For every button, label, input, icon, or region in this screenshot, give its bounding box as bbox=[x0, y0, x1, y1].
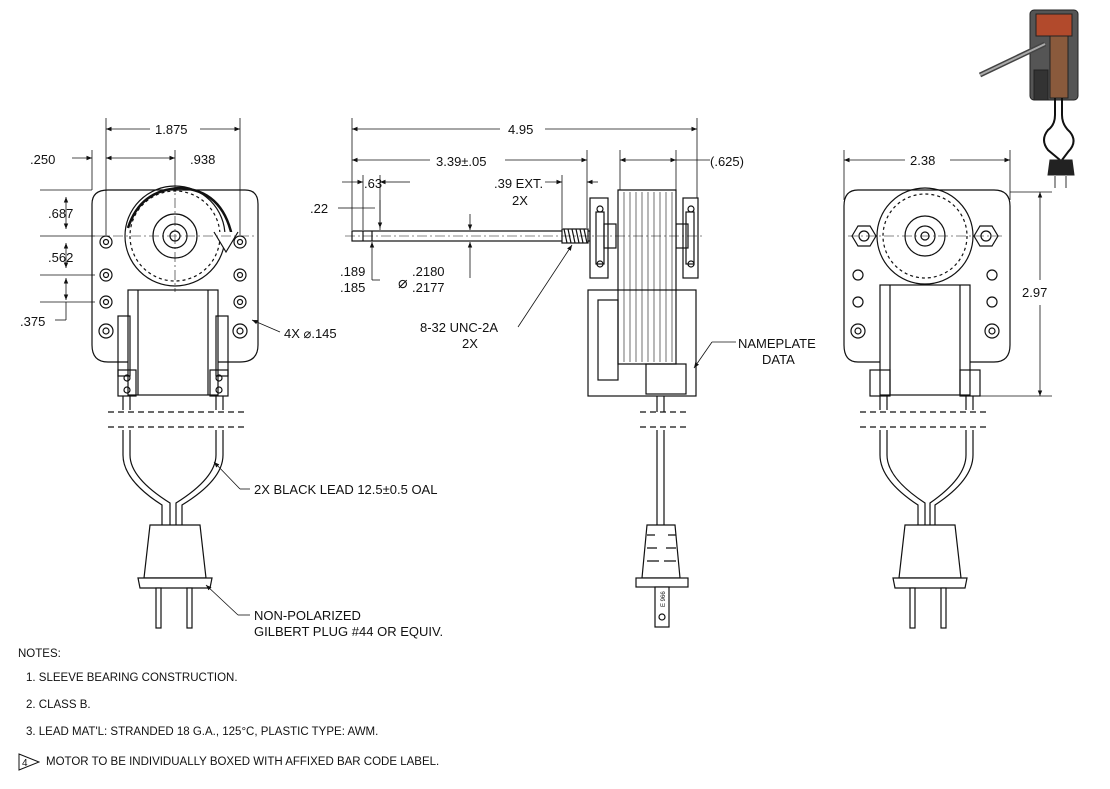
note-2: 2. CLASS B. bbox=[26, 699, 91, 711]
dim-63: .63 bbox=[364, 176, 382, 191]
note-3: 3. LEAD MAT'L: STRANDED 18 G.A., 125°C, … bbox=[26, 726, 379, 738]
rear-view-dimensions bbox=[843, 150, 1052, 397]
dim-39-count: 2X bbox=[512, 193, 528, 208]
notes-header: NOTES: bbox=[18, 648, 61, 660]
front-view-labels: 1.875 .250 .938 .687 .562 .375 4X ⌀.145 bbox=[20, 122, 337, 341]
dim-2177: .2177 bbox=[412, 280, 445, 295]
note-4-text: MOTOR TO BE INDIVIDUALLY BOXED WITH AFFI… bbox=[46, 756, 440, 768]
diameter-symbol: ⌀ bbox=[398, 275, 408, 292]
dim-297: 2.97 bbox=[1022, 285, 1047, 300]
callout-leaders bbox=[205, 461, 250, 616]
hole-callout: 4X ⌀.145 bbox=[284, 326, 337, 341]
nameplate-label: NAMEPLATE bbox=[738, 336, 816, 351]
note-1: 1. SLEEVE BEARING CONSTRUCTION. bbox=[26, 672, 238, 684]
dim-687: .687 bbox=[48, 206, 73, 221]
nameplate-label-2: DATA bbox=[762, 352, 795, 367]
rear-view-labels: 2.38 2.97 bbox=[910, 153, 1047, 300]
dim-22: .22 bbox=[310, 201, 328, 216]
dim-1875: 1.875 bbox=[155, 122, 188, 137]
dim-938: .938 bbox=[190, 152, 215, 167]
dim-495: 4.95 bbox=[508, 122, 533, 137]
dim-238: 2.38 bbox=[910, 153, 935, 168]
plug-callout-2: GILBERT PLUG #44 OR EQUIV. bbox=[254, 624, 443, 639]
dim-562: .562 bbox=[48, 250, 73, 265]
revision-flag-icon: 4 bbox=[18, 753, 40, 771]
dim-2180: .2180 bbox=[412, 264, 445, 279]
lead-callout: 2X BLACK LEAD 12.5±0.5 OAL bbox=[254, 482, 437, 497]
dim-339: 3.39±.05 bbox=[436, 154, 487, 169]
dim-185: .185 bbox=[340, 280, 365, 295]
dim-189: .189 bbox=[340, 264, 365, 279]
motor-isometric-illustration bbox=[978, 9, 1079, 188]
dim-39: .39 EXT. bbox=[494, 176, 543, 191]
plug-marking: E 966 bbox=[661, 591, 667, 607]
thread-callout: 8-32 UNC-2A bbox=[420, 320, 498, 335]
rear-view bbox=[843, 187, 1011, 629]
side-view-dimensions bbox=[338, 118, 736, 369]
plug-callout: NON-POLARIZED bbox=[254, 608, 361, 623]
dim-625: (.625) bbox=[710, 154, 744, 169]
dim-250: .250 bbox=[30, 152, 55, 167]
front-view-dimensions bbox=[40, 118, 281, 333]
thread-count: 2X bbox=[462, 336, 478, 351]
front-view bbox=[91, 180, 259, 629]
side-view bbox=[345, 189, 705, 628]
notes-block: NOTES: 1. SLEEVE BEARING CONSTRUCTION. 2… bbox=[18, 648, 439, 771]
note-4: 4 MOTOR TO BE INDIVIDUALLY BOXED WITH AF… bbox=[18, 753, 439, 771]
dim-375: .375 bbox=[20, 314, 45, 329]
flag-number: 4 bbox=[22, 758, 28, 769]
side-view-labels: 4.95 3.39±.05 (.625) .63 .39 EXT. 2X .22… bbox=[254, 122, 816, 639]
